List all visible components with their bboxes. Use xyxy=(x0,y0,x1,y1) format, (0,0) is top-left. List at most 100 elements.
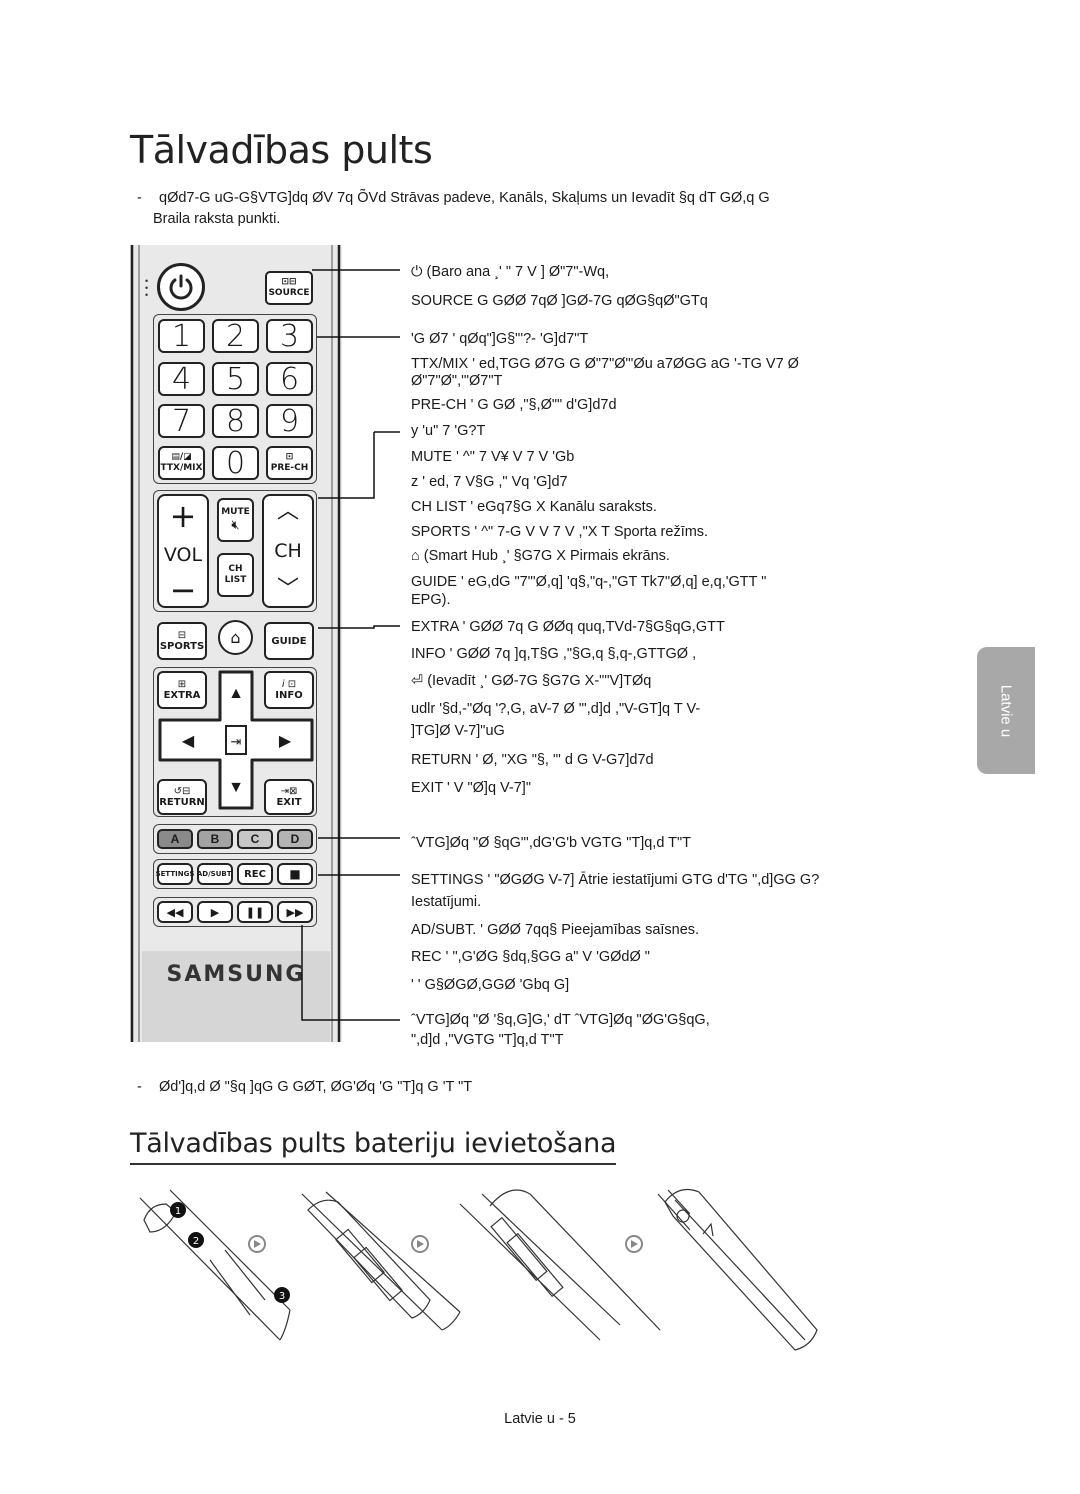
ad-subt-button[interactable]: AD/SUBT. xyxy=(197,863,233,885)
digit-1-button[interactable]: 1 xyxy=(158,319,205,354)
rewind-button[interactable]: ◀◀ xyxy=(157,901,193,923)
digit-6-button[interactable]: 6 xyxy=(266,362,313,397)
battery-illustrations: 1 2 3 xyxy=(139,1189,690,1341)
channel-up-icon[interactable]: ︿ xyxy=(276,499,299,524)
arrow-up-button[interactable]: ▲ xyxy=(222,674,250,714)
fast-forward-icon: ▶▶ xyxy=(286,905,304,919)
desc-power: ⏻ (Baro ana ¸' " 7 V ] Ø"7"-Wq, xyxy=(411,264,610,280)
color-b-button[interactable]: B xyxy=(197,829,233,849)
desc-rec: REC ' ",G'ØG §dq,§GG a" V 'GØdØ " xyxy=(411,949,650,965)
power-icon xyxy=(169,274,193,300)
digit-3-button[interactable]: 3 xyxy=(266,319,313,354)
play-icon: ▶ xyxy=(210,905,220,919)
stop-icon: ■ xyxy=(289,867,301,881)
desc-guide-line2: EPG). xyxy=(411,592,451,608)
language-tab: Latvie u xyxy=(977,647,1035,774)
desc-settings: SETTINGS ' "ØGØG V-7] Ātrie iestatījumi … xyxy=(411,872,820,888)
source-button[interactable]: ⊡⊟SOURCE xyxy=(265,271,313,305)
svg-text:1: 1 xyxy=(175,1206,181,1217)
desc-ttx-line2: Ø"7"Ø",'"Ø7"T xyxy=(411,373,503,389)
media-row xyxy=(153,897,317,927)
bottom-note: -Ød']q,d Ø "§q ]qG G GØT, ØG'Øq 'G "T]q … xyxy=(137,1079,473,1095)
desc-settings-line2: Iestatījumi. xyxy=(411,894,482,910)
exit-button[interactable]: ⇥⊠EXIT xyxy=(264,779,314,815)
arrow-down-button[interactable]: ▼ xyxy=(222,768,250,808)
ch-list-button[interactable]: CH LIST xyxy=(217,553,254,597)
home-small-icon: ⌂ xyxy=(411,548,424,564)
settings-button[interactable]: SETTINGS xyxy=(156,863,194,885)
info-button[interactable]: i ⊡INFO xyxy=(264,671,314,709)
digit-5-button[interactable]: 5 xyxy=(212,362,259,397)
color-c-button[interactable]: C xyxy=(237,829,273,849)
desc-source: SOURCE G GØØ 7qØ ]GØ-7G qØG§qØ"GTq xyxy=(411,293,708,309)
desc-sports: SPORTS ' ^" 7-G V V 7 V ,"X T Sporta rež… xyxy=(411,524,709,540)
arrow-down-icon: ▼ xyxy=(228,779,244,796)
desc-arrows: udlr '§d,-"Øq '?,G, aV-7 Ø "',d]d ,"V-GT… xyxy=(411,701,701,717)
fast-forward-button[interactable]: ▶▶ xyxy=(277,901,313,923)
digit-8-button[interactable]: 8 xyxy=(212,404,259,439)
volume-rocker[interactable]: + VOL − xyxy=(157,494,209,608)
play-button[interactable]: ▶ xyxy=(197,901,233,923)
page-title: Tālvadības pults xyxy=(130,128,433,172)
enter-icon: ⇥ xyxy=(230,734,242,749)
mute-icon: 🔇︎ xyxy=(231,518,240,533)
desc-extra: EXTRA ' GØØ 7q G ØØq quq,TVd-7§G§qG,GTT xyxy=(411,619,725,635)
volume-channel-group xyxy=(153,490,317,612)
home-icon: ⌂ xyxy=(230,628,241,647)
extra-button[interactable]: ⊞EXTRA xyxy=(157,671,207,709)
power-small-icon: ⏻ xyxy=(411,264,427,280)
arrow-right-button[interactable]: ▶ xyxy=(260,724,310,758)
digit-4-button[interactable]: 4 xyxy=(158,362,205,397)
d-pad-shape xyxy=(158,670,314,810)
page-footer: Latvie u - 5 xyxy=(504,1411,576,1427)
desc-digits: 'G Ø7 ' qØq"]G§"'?- 'G]d7"T xyxy=(411,331,589,347)
pause-icon: ❚❚ xyxy=(245,905,265,919)
navigation-group xyxy=(153,667,317,817)
volume-down-icon[interactable]: − xyxy=(169,571,197,609)
svg-text:3: 3 xyxy=(279,1291,285,1302)
desc-stop: ' ' G§ØGØ,GGØ 'Gbq G] xyxy=(411,977,570,993)
enter-button[interactable]: ⇥ xyxy=(226,729,246,755)
desc-exit: EXIT ' V "Ø]q V-7]" xyxy=(411,780,531,796)
volume-label: VOL xyxy=(163,544,203,566)
guide-button[interactable]: GUIDE xyxy=(264,622,314,660)
digit-0-button[interactable]: 0 xyxy=(212,446,259,481)
desc-channel: z ' ed, 7 V§G ," Vq 'G]d7 xyxy=(411,474,568,490)
battery-step-4-illustration xyxy=(664,1189,818,1351)
digit-7-button[interactable]: 7 xyxy=(158,404,205,439)
intro-note: -qØd7-G uG-G§VTG]dq ØV 7q ÕVd Strāvas pa… xyxy=(137,190,770,206)
rewind-icon: ◀◀ xyxy=(166,905,184,919)
rec-button[interactable]: REC xyxy=(237,863,273,885)
channel-rocker[interactable]: ︿ CH ﹀ xyxy=(262,494,314,608)
braille-dots-power: ••• xyxy=(145,276,149,300)
arrow-left-icon: ◀ xyxy=(181,733,195,750)
pause-button[interactable]: ❚❚ xyxy=(237,901,273,923)
arrow-up-icon: ▲ xyxy=(228,685,244,702)
digit-2-button[interactable]: 2 xyxy=(212,319,259,354)
pre-ch-button[interactable]: ⊡PRE-CH xyxy=(266,446,313,480)
digit-9-button[interactable]: 9 xyxy=(266,404,313,439)
stop-button[interactable]: ■ xyxy=(277,863,313,885)
volume-up-icon[interactable]: + xyxy=(169,497,197,535)
channel-label: CH xyxy=(274,540,302,562)
sports-button[interactable]: ⊟SPORTS xyxy=(157,622,207,660)
desc-ttx: TTX/MIX ' ed,TGG Ø7G G Ø"7"Ø"'Øu a7ØGG a… xyxy=(411,356,799,372)
desc-return: RETURN ' Ø, "XG "§, "' d G V-G7]d7d xyxy=(411,752,654,768)
mute-button[interactable]: MUTE 🔇︎ xyxy=(217,498,254,542)
color-a-button[interactable]: A xyxy=(157,829,193,849)
desc-volume: y 'u" 7 'G?T xyxy=(411,423,486,439)
ttx-mix-button[interactable]: ▤/◪TTX/MIX xyxy=(158,446,205,480)
power-button[interactable] xyxy=(157,263,205,311)
settings-row xyxy=(153,859,317,889)
enter-small-icon: ⏎ xyxy=(411,673,428,689)
return-button[interactable]: ↺⊟RETURN xyxy=(157,779,207,815)
desc-adsubt: AD/SUBT. ' GØØ 7qq§ Pieejamības saīsnes. xyxy=(411,922,700,938)
arrow-left-button[interactable]: ◀ xyxy=(163,724,213,758)
arrow-right-icon: ▶ xyxy=(278,733,292,750)
number-pad xyxy=(153,314,317,484)
desc-arrows-line2: ]TG]Ø V-7]"uG xyxy=(411,723,505,739)
home-button[interactable]: ⌂ xyxy=(218,620,253,655)
d-pad xyxy=(156,668,316,813)
color-d-button[interactable]: D xyxy=(277,829,313,849)
channel-down-icon[interactable]: ﹀ xyxy=(276,577,299,602)
